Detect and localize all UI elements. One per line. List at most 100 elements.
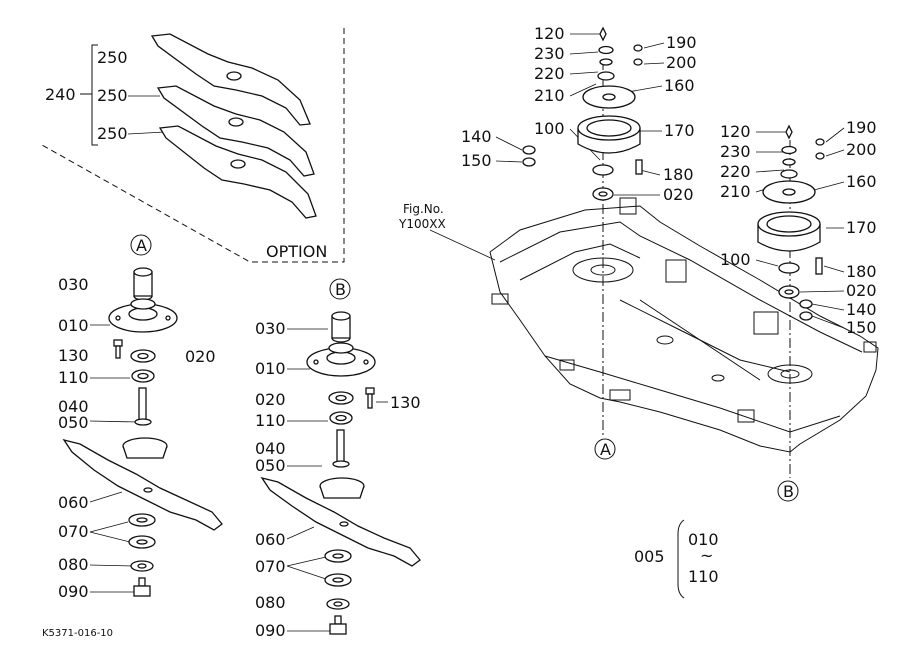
washer-080-b: [326, 598, 350, 610]
ls-170: 170: [664, 121, 695, 140]
ls-200: 200: [666, 53, 697, 72]
ls-150: 150: [461, 151, 492, 170]
shaft-040-b: [332, 429, 350, 468]
part-110-label-b: 110: [255, 411, 286, 430]
rs-200: 200: [846, 140, 877, 159]
deck-marker-b-circle: [777, 480, 799, 502]
bearing-110-b: [329, 411, 353, 425]
blade-label-2: 250: [97, 86, 128, 105]
left-stack-parts: [522, 26, 643, 201]
ls-190: 190: [666, 33, 697, 52]
ls-160: 160: [664, 76, 695, 95]
ls-220: 220: [534, 64, 565, 83]
fig-ref-line2: Y100XX: [398, 217, 446, 231]
cup-050-a: [122, 437, 168, 459]
blade-label-1: 250: [97, 48, 128, 67]
detail-a: A 030 010 130 020 110 040 050 060 070 08…: [58, 234, 223, 601]
blade-060-a: [62, 438, 223, 531]
range-from: 010: [688, 530, 719, 549]
detail-b-marker: B: [335, 280, 346, 299]
right-stack-parts: [757, 124, 825, 321]
cup-050-b: [319, 477, 365, 499]
bolt-130-a: [113, 339, 123, 359]
washer-070-b: [324, 549, 352, 587]
sleeve-030-a: [133, 267, 153, 301]
part-070-label-a: 070: [58, 522, 89, 541]
spindle-housing-010-a: [108, 298, 178, 333]
bolt-090-b: [329, 615, 347, 635]
washer-070-a: [128, 513, 156, 549]
ls-140: 140: [461, 127, 492, 146]
ls-210: 210: [534, 86, 565, 105]
deck-body: [489, 205, 879, 453]
rs-020: 020: [846, 281, 877, 300]
bearing-020-a: [130, 349, 156, 363]
part-050-label-b: 050: [255, 456, 286, 475]
blade-label-3: 250: [97, 124, 128, 143]
part-110-label-a: 110: [58, 368, 89, 387]
rs-230: 230: [720, 142, 751, 161]
range-label: 005: [634, 547, 665, 566]
option-box-border: [41, 28, 345, 263]
bearing-020-b: [328, 391, 354, 405]
sleeve-030-b: [331, 311, 351, 343]
figure-code: K5371-016-10: [42, 628, 113, 639]
deck-marker-a-circle: [594, 438, 616, 460]
rs-170: 170: [846, 218, 877, 237]
part-030-label-b: 030: [255, 319, 286, 338]
ls-020: 020: [663, 185, 694, 204]
rs-160: 160: [846, 172, 877, 191]
option-blade-1: [150, 33, 311, 126]
part-040-label-b: 040: [255, 439, 286, 458]
bearing-110-a: [131, 369, 155, 383]
range-to: 110: [688, 567, 719, 586]
option-blade-2: [156, 85, 315, 177]
detail-a-marker: A: [136, 236, 147, 255]
option-blade-3: [158, 125, 317, 219]
ls-180: 180: [663, 165, 694, 184]
ls-230: 230: [534, 44, 565, 63]
blade-060-b: [260, 476, 421, 567]
part-080-label-b: 080: [255, 593, 286, 612]
part-010-label-a: 010: [58, 316, 89, 335]
option-title: OPTION: [266, 242, 327, 261]
part-020-label-a: 020: [185, 347, 216, 366]
part-130-label-b: 130: [390, 393, 421, 412]
rs-150: 150: [846, 318, 877, 337]
detail-b: B 030 010 020 130 110 040 050 060 070 08…: [255, 278, 421, 640]
rs-190: 190: [846, 118, 877, 137]
bolt-090-a: [133, 577, 151, 597]
rs-180: 180: [846, 262, 877, 281]
range-bracket: [677, 519, 685, 599]
ls-100: 100: [534, 119, 565, 138]
range-note: 005 010 ~ 110: [634, 519, 719, 599]
part-010-label-b: 010: [255, 359, 286, 378]
deck-marker-a: A: [600, 440, 611, 459]
rs-100: 100: [720, 250, 751, 269]
blade-group-bracket: [80, 44, 98, 146]
ls-120: 120: [534, 24, 565, 43]
part-020-label-b: 020: [255, 390, 286, 409]
part-060-label-a: 060: [58, 493, 89, 512]
detail-a-marker-circle: [130, 234, 152, 256]
option-box: OPTION 240 250 250 250: [41, 28, 345, 263]
deck-marker-b: B: [783, 482, 794, 501]
rs-120: 120: [720, 122, 751, 141]
detail-b-marker-circle: [329, 278, 351, 300]
part-030-label-a: 030: [58, 275, 89, 294]
part-080-label-a: 080: [58, 555, 89, 574]
part-040-label-a: 040: [58, 397, 89, 416]
rs-210: 210: [720, 182, 751, 201]
range-tilde: ~: [700, 546, 713, 565]
spindle-housing-010-b: [306, 342, 376, 377]
mower-deck: Fig.No. Y100XX A B 120 230 220 210 160 1…: [398, 24, 879, 502]
part-050-label-a: 050: [58, 413, 89, 432]
fig-ref-line1: Fig.No.: [403, 202, 444, 216]
rs-220: 220: [720, 162, 751, 181]
shaft-040-a: [134, 387, 152, 426]
blade-group-label: 240: [45, 85, 76, 104]
part-060-label-b: 060: [255, 530, 286, 549]
part-130-label-a: 130: [58, 346, 89, 365]
part-070-label-b: 070: [255, 557, 286, 576]
